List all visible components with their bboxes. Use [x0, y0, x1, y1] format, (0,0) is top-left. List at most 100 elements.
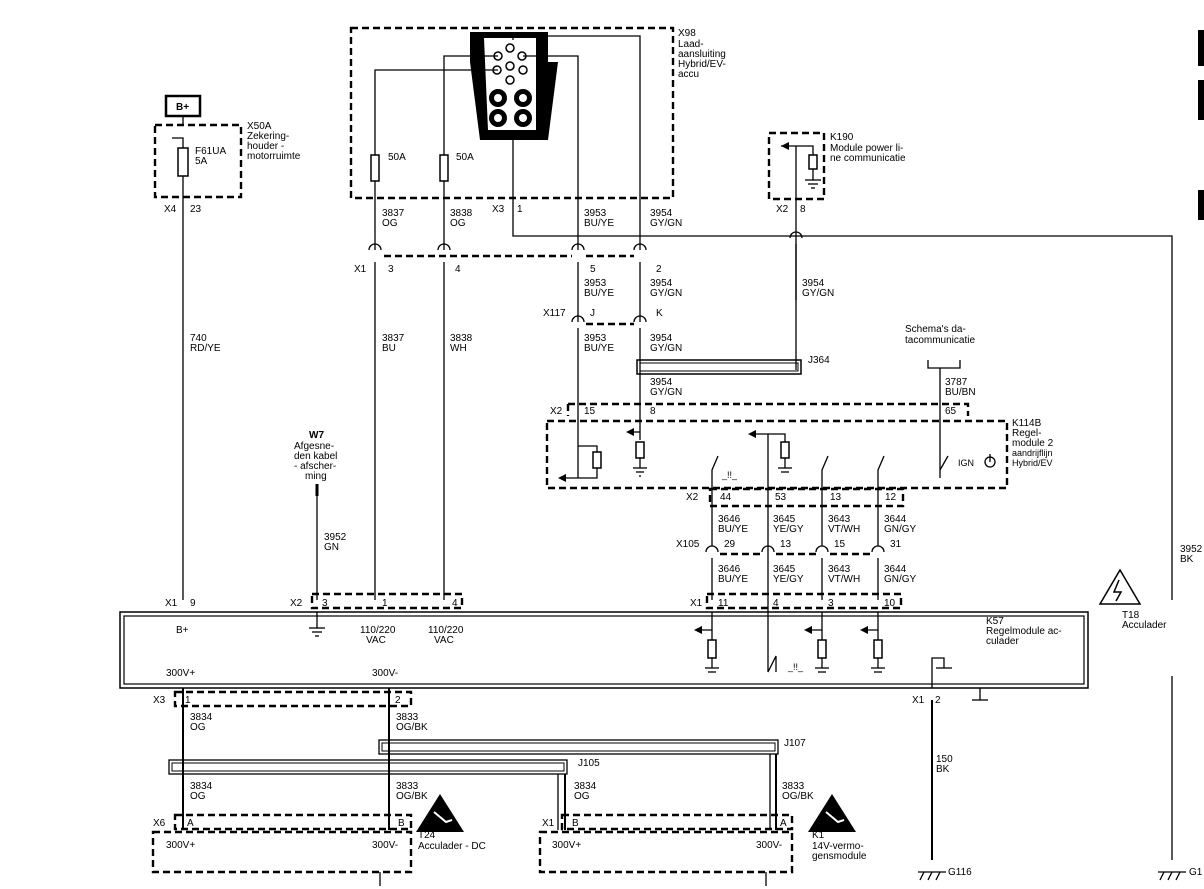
w3838-og-num: 3838 [450, 208, 473, 219]
k114b-x2-b: X2 [686, 492, 699, 503]
w150-col: BK [936, 764, 950, 775]
x50a-fuse: F61UA [195, 146, 226, 157]
x117-id: X117 [543, 308, 566, 319]
t24-dc-charger: X6 A B 300V+ 300V- T24 Acculader - DC [151, 794, 486, 886]
ground-g116: G116 [918, 867, 972, 881]
k114b-desc-3: Hybrid/EV [1012, 458, 1053, 468]
w3837-bu-num: 3837 [382, 333, 405, 344]
w3954-c-col: GY/GN [650, 343, 682, 354]
j364-label: J364 [808, 355, 830, 366]
x1top-pin-3: 3 [388, 264, 394, 275]
w3644-b-col: GN/GY [884, 574, 917, 585]
w7-shield: W7 Afgesne- den kabel - afscher- ming 39… [294, 430, 347, 600]
w3646-a-num: 3646 [718, 514, 741, 525]
w3953-a-col: BU/YE [584, 218, 614, 229]
x98-fuse-3837: 50A [388, 152, 406, 163]
k114b-pin-13: 13 [830, 492, 842, 503]
k57-x2pin-1: 1 [382, 598, 388, 609]
t24-pin-a: A [187, 818, 194, 829]
x117-pin-k: K [656, 308, 663, 319]
w3954-k190-num: 3954 [802, 278, 825, 289]
x98-pin1: 1 [517, 204, 523, 215]
w3644-a-num: 3644 [884, 514, 907, 525]
k57-desc-0: Regelmodule ac- [986, 626, 1062, 637]
w3645-a-col: YE/GY [773, 524, 804, 535]
w3838-wh-num: 3838 [450, 333, 473, 344]
g116-label: G116 [948, 867, 972, 878]
lower-wire-labels: 3834 OG 3833 OG/BK 3834 OG 3833 OG/BK [190, 781, 814, 802]
g1-label: G1 [1189, 867, 1203, 878]
k114b-pin-12: 12 [885, 492, 897, 503]
j105-label: J105 [578, 758, 600, 769]
w3833-b-col: OG/BK [396, 791, 428, 802]
w3837-og-num: 3837 [382, 208, 405, 219]
x98-conn: X3 [492, 204, 505, 215]
k114b-pin-53: 53 [775, 492, 787, 503]
t18-desc: Acculader [1122, 620, 1167, 631]
w3646-b-col: BU/YE [718, 574, 748, 585]
w3834-c-col: OG [574, 791, 590, 802]
x1top-pin-4: 4 [455, 264, 461, 275]
k57-x1r-11: 11 [718, 598, 729, 609]
k57-x3pin-2: 2 [395, 695, 401, 706]
x98-desc-3: accu [678, 69, 699, 80]
k114b-pin-15: 15 [584, 406, 596, 417]
t24-v1: 300V+ [166, 840, 195, 851]
k114b-desc-1: module 2 [1012, 438, 1054, 449]
k57-vac1-0: 110/220 [360, 625, 396, 636]
w3953-b-num: 3953 [584, 278, 607, 289]
w3644-a-col: GN/GY [884, 524, 917, 535]
x105-connector: X105 29 13 15 31 3646 BU/YE 3645 YE/GY 3… [676, 539, 917, 600]
k57-300vp: 300V+ [166, 668, 195, 679]
bplus-label: B+ [176, 102, 189, 113]
w3646-a-col: BU/YE [718, 524, 748, 535]
w3833-a-num: 3833 [396, 712, 419, 723]
x117-connector: X117 J K 3953 BU/YE 3954 GY/GN [543, 308, 682, 478]
x117-pin-j: J [590, 308, 595, 319]
w3645-b-col: YE/GY [773, 574, 804, 585]
schema-label-0: Schema's da- [905, 324, 966, 335]
svg-text:_ǃǃ_: _ǃǃ_ [787, 662, 804, 672]
k1-desc-1: gensmodule [812, 851, 867, 862]
w3643-a-col: VT/WH [828, 524, 860, 535]
k57-vac2-0: 110/220 [428, 625, 464, 636]
w3954-d-num: 3954 [650, 377, 673, 388]
x1top-id: X1 [354, 264, 367, 275]
k114b-module: X2 15 8 65 K114B Regel- module 2 aandrij… [545, 402, 1054, 640]
k1-conn: X1 [542, 818, 555, 829]
t24-id: T24 [418, 830, 436, 841]
j107-label: J107 [784, 738, 806, 749]
w3834-a-num: 3834 [190, 712, 213, 723]
w3954-b-col: GY/GN [650, 288, 682, 299]
k1-v2: 300V- [756, 840, 782, 851]
t24-v2: 300V- [372, 840, 398, 851]
k57-module: X1 9 X2 3 1 4 X1 11 4 3 10 B+ 110/220 VA… [119, 592, 1089, 701]
x50a-fuse-holder: B+ F61UA 5A X50A Zekering- houder - moto… [153, 94, 301, 600]
w740-num: 740 [190, 333, 207, 344]
k114b-x2: X2 [550, 406, 563, 417]
t18-acculader: T18 Acculader 3952 BK [1098, 544, 1203, 860]
x105-pin-15: 15 [834, 539, 846, 550]
k190-id: K190 [830, 132, 854, 143]
k57-x1b: X1 [912, 695, 925, 706]
ground-g1: G1 [1158, 867, 1203, 881]
k57-x3: X3 [153, 695, 166, 706]
x50a-desc-1: houder - [247, 141, 284, 152]
schema-label-1: tacommunicatie [905, 335, 975, 346]
x98-charge-port: X98 Laad- aansluiting Hybrid/EV- accu 50… [349, 26, 1173, 600]
w3834-b-col: OG [190, 791, 206, 802]
t24-conn: X6 [153, 818, 166, 829]
k57-x1r-4: 4 [773, 598, 779, 609]
w3954-d-col: GY/GN [650, 387, 682, 398]
x50a-conn: X4 [164, 204, 177, 215]
w7-desc-1: den kabel [294, 451, 337, 462]
x50a-desc-2: motorruimte [247, 151, 301, 162]
w3954-b-num: 3954 [650, 278, 673, 289]
k57-vac1-1: VAC [366, 635, 386, 646]
w3838-og-col: OG [450, 218, 466, 229]
x1-top-connector: X1 3 4 5 2 [354, 231, 803, 275]
k57-id: K57 [986, 616, 1004, 627]
svg-text:_ǃǃ_: _ǃǃ_ [721, 470, 738, 480]
w3952-bk-num: 3952 [1180, 544, 1203, 555]
